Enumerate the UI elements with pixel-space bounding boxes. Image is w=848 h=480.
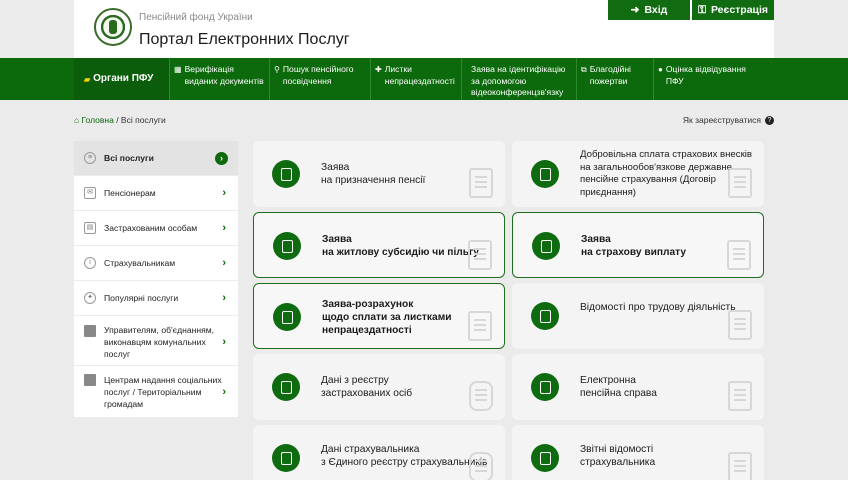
shield-icon <box>272 444 300 472</box>
document-check-icon <box>728 168 752 198</box>
chevron-right-icon: › <box>222 292 226 304</box>
home-icon: ⌂ <box>74 115 80 125</box>
chevron-right-icon: › <box>222 385 226 398</box>
chevron-right-icon: › <box>222 335 226 348</box>
question-icon: ? <box>765 115 774 125</box>
shield-outline-icon <box>469 381 493 411</box>
chevron-right-icon: › <box>222 222 226 234</box>
sidebar-item-insured[interactable]: ▤ Застрахованим особам › <box>74 211 238 246</box>
chevron-right-icon: › <box>222 257 226 269</box>
folder-icon <box>84 325 96 337</box>
nav-item-video-identification[interactable]: Заява на ідентифікацію за допомогою віде… <box>462 58 577 100</box>
register-button[interactable]: ⚿ Реєстрація <box>692 0 774 20</box>
sidebar-item-pensioners[interactable]: ✉ Пенсіонерам › <box>74 176 238 211</box>
document-icon <box>272 160 300 188</box>
donation-icon: ⧉ <box>581 65 587 74</box>
envelope-outline-icon <box>728 310 752 340</box>
sidebar: ≡ Всі послуги › ✉ Пенсіонерам › ▤ Застра… <box>74 141 238 417</box>
ukraine-map-icon: ▰ <box>84 74 91 84</box>
main-nav: ▰ Органи ПФУ ▦ Верифікація виданих докум… <box>0 58 848 100</box>
sidebar-item-popular[interactable]: ✦ Популярні послуги › <box>74 281 238 316</box>
service-card-voluntary-contributions[interactable]: Добровільна сплата страхових внесків на … <box>512 141 764 207</box>
breadcrumb-home[interactable]: Головна <box>81 115 114 125</box>
chevron-right-icon: › <box>215 151 228 165</box>
nav-item-organs[interactable]: ▰ Органи ПФУ <box>74 58 170 100</box>
document-icon <box>273 232 301 260</box>
medkit-icon: ✚ <box>375 65 382 74</box>
search-icon: ⚲ <box>274 65 280 74</box>
folder-icon <box>84 374 96 386</box>
chevron-right-icon: › <box>222 187 226 199</box>
org-name: Пенсійний фонд України <box>139 12 253 23</box>
shield-outline-icon <box>469 452 493 480</box>
shield-icon <box>272 373 300 401</box>
sidebar-item-managers[interactable]: Управителям, об'єднанням, виконавцям ком… <box>74 316 238 366</box>
folder-icon <box>531 444 559 472</box>
sidebar-item-insurers[interactable]: i Страхувальникам › <box>74 246 238 281</box>
nav-item-donations[interactable]: ⧉ Благодійні пожертви <box>577 58 654 100</box>
envelope-icon <box>531 302 559 330</box>
document-icon: ▤ <box>84 222 96 234</box>
document-check-icon <box>468 311 492 341</box>
how-to-register-link[interactable]: Як зареєструватися ? <box>683 115 774 125</box>
document-icon <box>273 303 301 331</box>
nav-item-verification[interactable]: ▦ Верифікація виданих документів <box>170 58 270 100</box>
comment-icon: ● <box>658 65 663 74</box>
document-check-icon <box>468 240 492 270</box>
key-icon: ⚿ <box>697 3 706 16</box>
folder-icon <box>531 373 559 401</box>
grid-icon: ▦ <box>174 65 182 74</box>
star-icon: ✦ <box>84 292 96 304</box>
document-check-icon <box>469 168 493 198</box>
login-icon: ➜ <box>630 4 640 16</box>
service-card-employment-records[interactable]: Відомості про трудову діяльність <box>512 283 764 349</box>
nav-item-sick-leave[interactable]: ✚ Листки непрацездатності <box>371 58 462 100</box>
list-icon: ≡ <box>84 152 96 164</box>
login-button[interactable]: ➜ Вхід <box>608 0 690 20</box>
nav-item-visit-rating[interactable]: ● Оцінка відвідування ПФУ <box>654 58 754 100</box>
sidebar-item-social-centers[interactable]: Центрам надання соціальних послуг / Тери… <box>74 366 238 417</box>
envelope-icon: ✉ <box>84 187 96 199</box>
document-icon <box>532 232 560 260</box>
folder-outline-icon <box>728 381 752 411</box>
nav-item-pension-id-search[interactable]: ⚲ Пошук пенсійного посвідчення <box>270 58 371 100</box>
pfu-logo[interactable] <box>94 8 132 46</box>
sidebar-item-all-services[interactable]: ≡ Всі послуги › <box>74 141 238 176</box>
portal-title[interactable]: Портал Електронних Послуг <box>139 31 350 48</box>
document-check-icon <box>727 240 751 270</box>
document-icon <box>531 160 559 188</box>
breadcrumb: ⌂ Головна / Всі послуги <box>74 115 166 125</box>
folder-outline-icon <box>728 452 752 480</box>
breadcrumb-current: Всі послуги <box>120 115 166 125</box>
info-icon: i <box>84 257 96 269</box>
